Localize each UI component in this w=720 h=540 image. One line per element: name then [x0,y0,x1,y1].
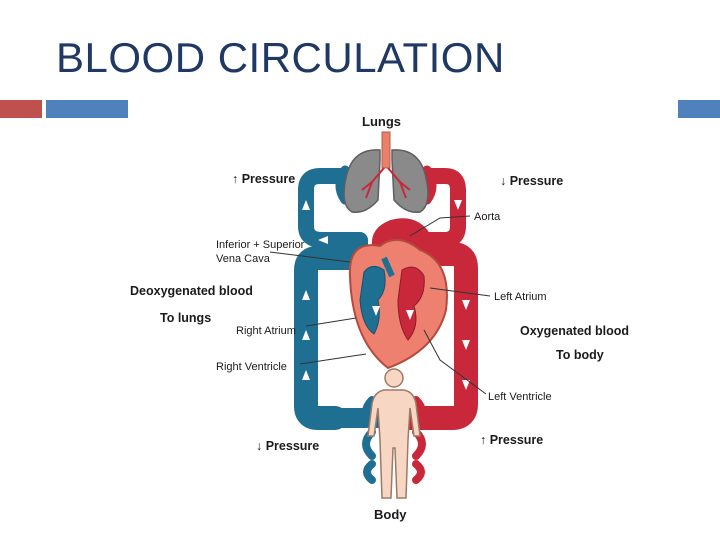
lungs-organ [343,131,429,213]
deoxygenated-blood-label: Deoxygenated blood [130,284,253,298]
oxygenated-blood-label: Oxygenated blood [520,324,629,338]
aorta-label: Aorta [474,211,501,223]
heart-organ [348,239,448,370]
pressure-down-top-label: ↓ Pressure [500,174,563,188]
body-label: Body [374,507,407,522]
pressure-up-top-label: ↑ Pressure [232,172,295,186]
left-atrium-label: Left Atrium [494,291,547,303]
vena-cava-label-line2: Vena Cava [216,253,271,265]
to-body-label: To body [556,348,604,362]
accent-bar-blue-left [46,100,128,118]
vena-cava-label-line1: Inferior + Superior [216,239,305,251]
pressure-up-bottom-label: ↑ Pressure [480,433,543,447]
slide-title: BLOOD CIRCULATION [56,34,505,81]
right-ventricle-label: Right Ventricle [216,361,287,373]
pressure-down-bottom-label: ↓ Pressure [256,439,319,453]
accent-bar-blue-right [678,100,720,118]
deoxygenated-flow-arrows [302,200,328,380]
leader-lines [269,215,491,395]
left-ventricle-label: Left Ventricle [488,391,552,403]
lungs-label: Lungs [362,114,401,129]
accent-bar-red [0,100,42,118]
to-lungs-label: To lungs [160,311,211,325]
right-atrium-label: Right Atrium [236,325,296,337]
body-figure [367,368,421,499]
bronchi [361,167,411,199]
oxygenated-flow-arrows [454,200,470,390]
